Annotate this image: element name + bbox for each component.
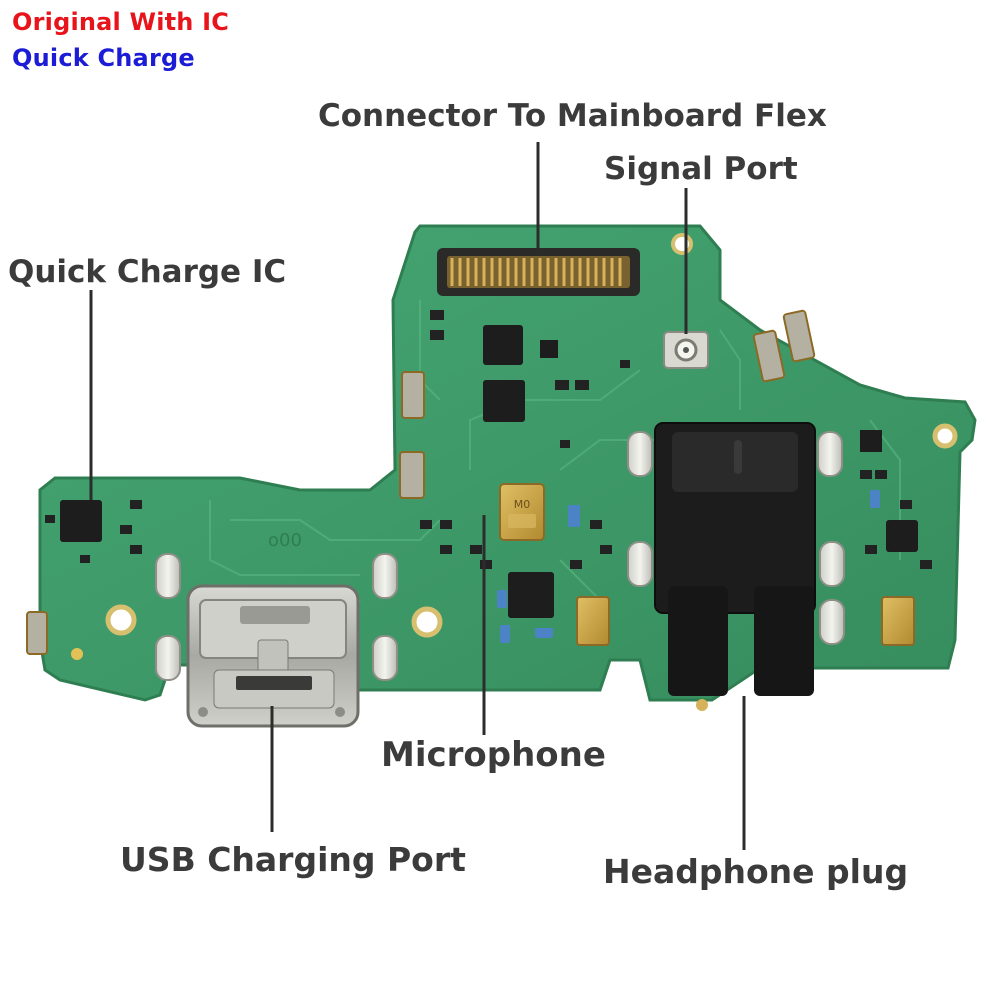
header-quick-charge: Quick Charge: [12, 44, 195, 72]
silkscreen-text: o00: [268, 530, 302, 551]
ic-chips: [60, 325, 918, 618]
microphone-marking: M0: [514, 498, 531, 511]
mounting-holes: [105, 233, 958, 638]
microphone-component: M0: [499, 483, 545, 541]
blue-capacitors: [497, 490, 880, 643]
callout-lines: [89, 142, 746, 850]
callout-connector-to-mainboard-flex: Connector To Mainboard Flex: [318, 98, 827, 134]
callout-quick-charge-ic: Quick Charge IC: [8, 254, 287, 290]
callout-signal-port: Signal Port: [604, 151, 798, 187]
signal-port-component: [663, 331, 709, 369]
mainboard-flex-connector: [437, 248, 640, 296]
callout-microphone: Microphone: [381, 735, 606, 775]
usb-charging-port: [186, 584, 360, 728]
headphone-jack: [654, 422, 816, 711]
smd-components: [45, 310, 932, 569]
callout-headphone-plug: Headphone plug: [603, 852, 909, 891]
callout-usb-charging-port: USB Charging Port: [120, 840, 466, 879]
solder-pads: [155, 431, 845, 681]
header-original-with-ic: Original With IC: [12, 8, 230, 36]
gold-contact-pads: [26, 309, 915, 660]
